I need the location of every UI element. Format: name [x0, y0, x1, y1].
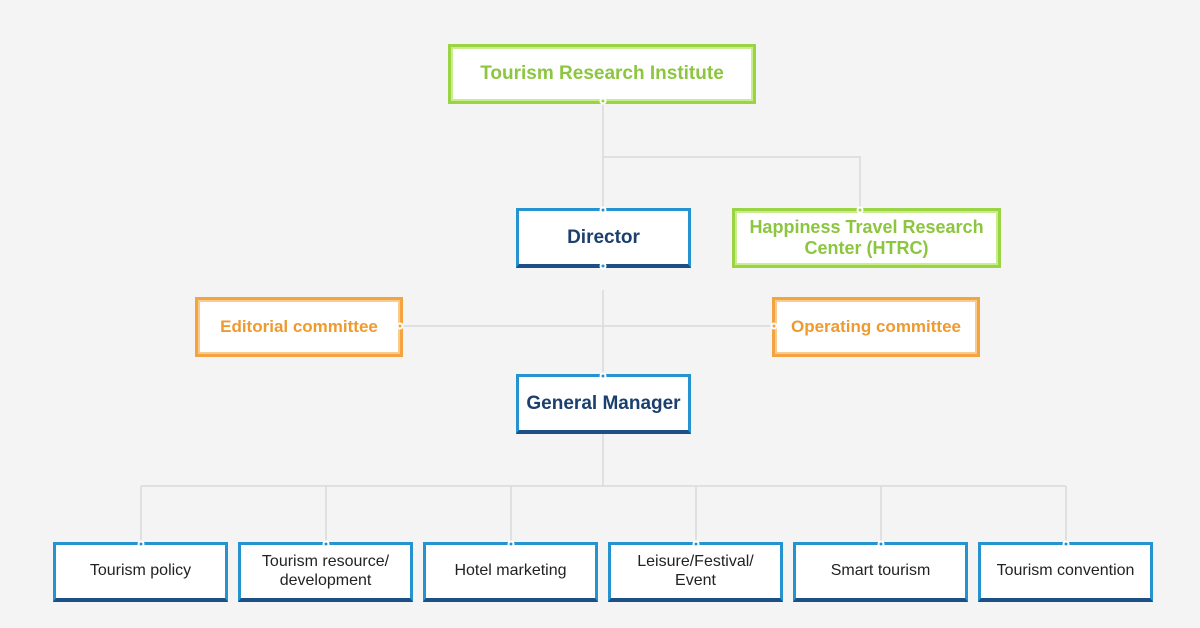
node-label: Hotel marketing	[454, 562, 567, 580]
node-label: Leisure/Festival/ Event	[637, 553, 754, 589]
connector-dot	[877, 540, 885, 548]
node-label: Tourism Research Institute	[480, 63, 724, 85]
node-department-tourism-resource: Tourism resource/ development	[238, 542, 413, 602]
node-label: Tourism resource/ development	[261, 553, 390, 589]
node-director: Director	[516, 208, 691, 268]
node-tourism-research-institute: Tourism Research Institute	[448, 44, 756, 104]
node-label: Happiness Travel Research Center (HTRC)	[749, 217, 984, 258]
connector-dot	[137, 540, 145, 548]
node-department-smart-tourism: Smart tourism	[793, 542, 968, 602]
node-label: Tourism convention	[996, 562, 1135, 580]
node-label: Editorial committee	[220, 317, 378, 337]
connector-dot	[856, 206, 864, 214]
node-label: Smart tourism	[830, 562, 931, 580]
connector-dot	[322, 540, 330, 548]
connector-dot	[599, 97, 607, 105]
node-label: General Manager	[526, 392, 681, 414]
connector-dot	[396, 322, 404, 330]
node-label: Tourism policy	[89, 562, 192, 580]
connector-dot	[599, 262, 607, 270]
node-department-tourism-convention: Tourism convention	[978, 542, 1153, 602]
node-operating-committee: Operating committee	[772, 297, 980, 357]
connector-dot	[692, 540, 700, 548]
connector-dot	[599, 206, 607, 214]
node-editorial-committee: Editorial committee	[195, 297, 403, 357]
node-department-hotel-marketing: Hotel marketing	[423, 542, 598, 602]
node-department-leisure-festival-event: Leisure/Festival/ Event	[608, 542, 783, 602]
node-label: Operating committee	[790, 317, 962, 337]
node-general-manager: General Manager	[516, 374, 691, 434]
connector-dot	[599, 372, 607, 380]
connector-dot	[1062, 540, 1070, 548]
node-label: Director	[567, 226, 640, 248]
node-htrc: Happiness Travel Research Center (HTRC)	[732, 208, 1001, 268]
connector-dot	[507, 540, 515, 548]
node-department-tourism-policy: Tourism policy	[53, 542, 228, 602]
connector-top-htrc	[603, 156, 861, 210]
connector-dot	[770, 322, 778, 330]
